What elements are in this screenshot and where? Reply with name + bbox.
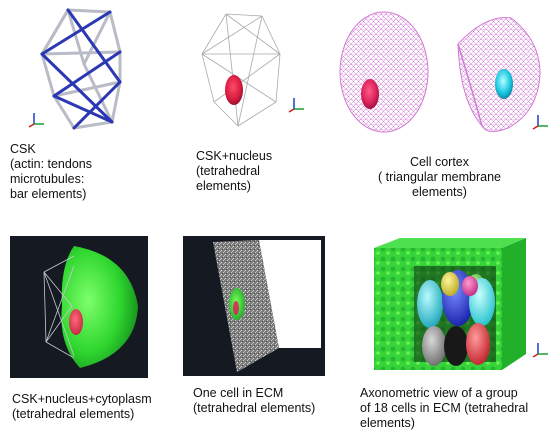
caption-one-cell-ecm: One cell in ECM (tetrahedral elements) — [193, 386, 315, 416]
caption-cell-cortex: Cell cortex ( triangular membrane elemen… — [378, 155, 501, 200]
caption-line: Axonometric view of a group — [360, 386, 518, 400]
caption-line: (tetrahedral elements) — [12, 407, 135, 421]
caption-line: (actin: tendons — [10, 157, 92, 171]
panel-csk-nucleus-cytoplasm — [10, 236, 148, 378]
caption-line: elements) — [360, 416, 415, 430]
panel-one-cell-ecm — [183, 236, 325, 376]
ecm-block-icon — [213, 240, 321, 372]
cytoplasm-model-icon — [43, 246, 138, 368]
panel-csk — [28, 6, 138, 136]
caption-line: ( triangular membrane — [378, 170, 501, 184]
caption-line: microtubules: — [10, 172, 85, 186]
axis-triad-icon — [288, 95, 306, 113]
caption-group-cells-ecm: Axonometric view of a group of 18 cells … — [360, 386, 528, 431]
caption-csk-nucleus: CSK+nucleus (tetrahedral elements) — [196, 149, 272, 194]
axis-triad-icon — [532, 340, 550, 358]
caption-line: (tetrahedral — [196, 164, 260, 178]
nucleus-in-csk-icon — [201, 13, 281, 127]
caption-line: (tetrahedral elements) — [193, 401, 316, 415]
caption-csk: CSK (actin: tendons microtubules: bar el… — [10, 142, 92, 202]
panel-cell-cortex — [336, 4, 546, 134]
caption-csk-nucleus-cytoplasm: CSK+nucleus+cytoplasm (tetrahedral eleme… — [12, 392, 152, 422]
panel-group-cells-ecm — [370, 236, 540, 380]
caption-line: CSK+nucleus — [196, 149, 273, 163]
caption-line: CSK+nucleus+cytoplasm — [12, 392, 152, 406]
tensegrity-structure-icon — [40, 8, 122, 130]
caption-line: elements) — [412, 185, 467, 199]
caption-line: of 18 cells in ECM (tetrahedral — [360, 401, 529, 415]
axis-triad-icon — [532, 112, 550, 130]
caption-line: bar elements) — [10, 187, 87, 201]
caption-line: CSK — [10, 142, 36, 156]
cell-cortex-mesh-icon — [339, 11, 541, 133]
panel-csk-nucleus — [196, 10, 286, 130]
caption-line: Cell cortex — [409, 155, 469, 169]
caption-line: One cell in ECM — [193, 386, 284, 400]
axis-triad-icon — [28, 110, 46, 128]
caption-line: elements) — [196, 179, 251, 193]
cell-group-ecm-icon — [374, 238, 526, 370]
